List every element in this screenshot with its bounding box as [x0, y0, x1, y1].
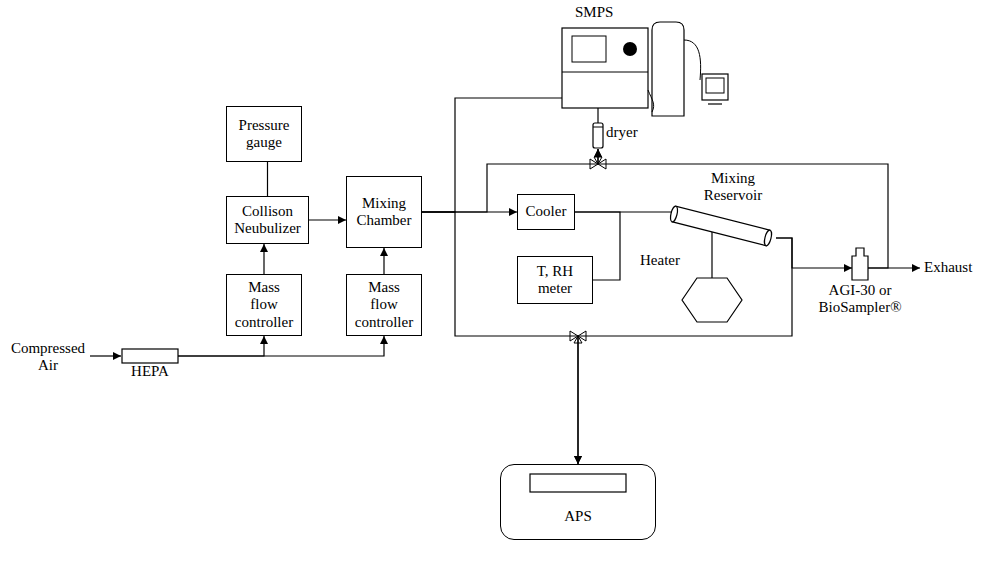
reservoir-end — [669, 206, 679, 223]
smps-monitor — [702, 74, 728, 100]
flow-line — [267, 162, 268, 196]
inlet-arrow — [90, 355, 121, 356]
flow-line — [383, 248, 384, 274]
cooler-box: Cooler — [517, 194, 575, 230]
reservoir-cylinder — [669, 206, 773, 247]
node-label: Mixing Chamber — [353, 195, 415, 230]
outlet-label: Exhaust — [924, 259, 994, 276]
flow-line — [597, 108, 598, 123]
sampler-node: AGI-30 or BioSampler® — [812, 246, 908, 318]
flow-line — [598, 149, 888, 268]
smps-classifier — [562, 28, 648, 108]
node-label: dryer — [606, 124, 650, 141]
smps-monitor-screen — [706, 78, 724, 93]
smps-display — [572, 36, 606, 62]
heater-plate — [682, 278, 742, 322]
flow-line — [422, 212, 578, 464]
nebulizer-box: Collison Neubulizer — [226, 196, 309, 244]
meter-box: T, RH meter — [517, 256, 593, 304]
gauge-box: Pressure gauge — [226, 106, 302, 162]
node-label: Pressure gauge — [233, 117, 295, 152]
smps-monitor-base — [708, 103, 722, 104]
reservoir-body — [672, 206, 770, 245]
aps-display — [530, 474, 626, 492]
smps-cable — [648, 90, 654, 112]
node-label: Mass flow controller — [353, 279, 415, 331]
node-label: SMPS — [575, 4, 635, 21]
flow-line — [178, 336, 264, 356]
mixing-chamber-box: Mixing Chamber — [346, 176, 422, 248]
node-label: AGI-30 or BioSampler® — [812, 282, 908, 317]
inlet-label: Compressed Air — [8, 340, 88, 375]
node-label: Heater — [640, 252, 692, 269]
node-label: T, RH meter — [524, 263, 586, 298]
smps-node: SMPS — [555, 4, 735, 122]
dryer-node: dryer — [590, 120, 650, 152]
smps-cable — [684, 40, 701, 80]
flow-controller-box: Mass flow controller — [346, 274, 422, 336]
reservoir-node: Mixing Reservoir — [668, 170, 778, 250]
flow-line — [178, 336, 384, 356]
node-label: Mass flow controller — [233, 279, 295, 331]
hepa-filter — [122, 349, 178, 363]
heater-node: Heater — [640, 252, 744, 324]
dryer-cap — [593, 127, 603, 128]
smps-knob — [623, 42, 637, 56]
flow-line — [711, 232, 712, 278]
node-label: Cooler — [526, 203, 567, 220]
node-label: HEPA — [118, 363, 182, 380]
node-label: Mixing Reservoir — [692, 170, 774, 205]
aps-node: APS — [500, 464, 656, 540]
dryer-tube — [593, 123, 603, 148]
flow-line — [578, 238, 792, 464]
smps-counter — [652, 22, 684, 116]
flow-line — [309, 219, 346, 220]
flow-line — [776, 238, 852, 268]
reservoir-end — [763, 229, 773, 246]
flow-line — [263, 244, 264, 274]
flow-controller-box: Mass flow controller — [226, 274, 302, 336]
hepa-filter-node: HEPA — [118, 344, 182, 382]
node-label: Collison Neubulizer — [233, 203, 302, 238]
node-label: APS — [501, 508, 655, 525]
impinger-bottle — [852, 248, 868, 280]
smps-panel-line — [562, 72, 648, 73]
